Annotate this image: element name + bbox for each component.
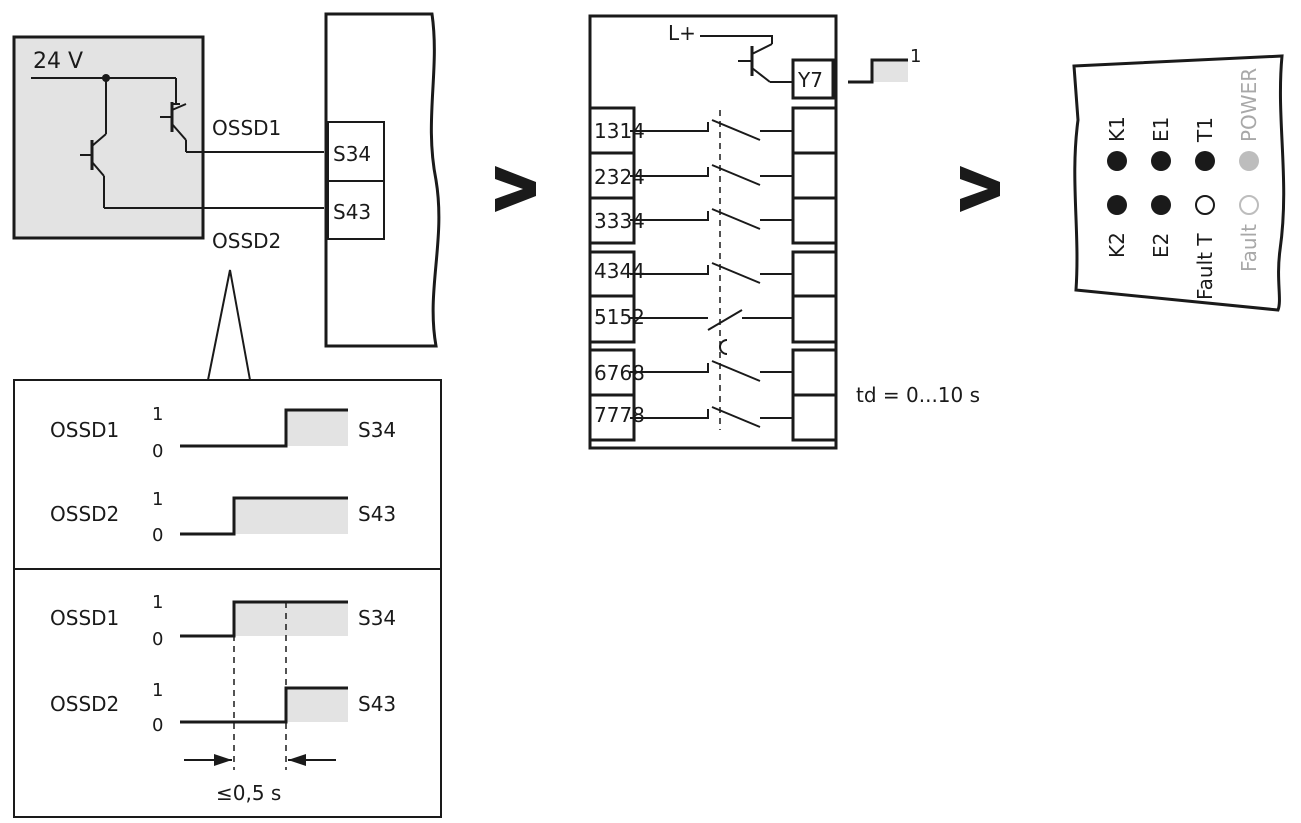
sensor-housing [12,35,205,240]
sensor-block: 24 V OSSD1 OSSD2 [12,35,324,253]
y7-label: Y7 [797,68,823,92]
led-label-fault: Fault [1237,224,1261,272]
no-contact-icon [630,309,793,331]
arrow-right-icon [214,754,232,766]
led-label-power: POWER [1237,68,1261,142]
relay-transistor-icon [700,35,792,83]
terminal-s34-label: S34 [333,142,371,166]
low-label: 0 [152,525,163,546]
contact-group-1 [588,106,636,245]
relay-module: L+ Y7 1 [588,14,980,450]
led-label-t1: T1 [1193,117,1217,143]
led-label-e2: E2 [1149,233,1173,258]
y7-terminal-box [791,58,835,100]
high-label: 1 [152,680,163,701]
terminal-label: S34 [358,418,396,442]
signal-trace [180,408,348,448]
right-terminals-1 [791,106,838,245]
transistor-ossd2-icon [80,78,107,208]
led-label-k1: K1 [1105,116,1129,142]
high-label: 1 [152,489,163,510]
delay-mark-icon [719,339,728,355]
terminal-label: S34 [358,606,396,630]
contact-label: 7778 [594,403,645,427]
chevron-right-icon [495,166,536,212]
delay-label: td = 0...10 s [856,383,980,407]
timing-panel1-ossd2: OSSD2 1 0 S43 [50,489,396,546]
led-panel: K1 E1 T1 POWER K2 E2 Fault T Fault [1072,54,1286,312]
led-k1-icon [1107,151,1127,171]
led-label-k2: K2 [1105,232,1129,258]
led-e2-icon [1151,195,1171,215]
signal-trace [180,496,348,536]
ossd1-label: OSSD1 [212,116,281,140]
supply-label: L+ [668,21,696,45]
supply-voltage-label: 24 V [33,49,83,74]
transistor-ossd1-icon [160,78,187,152]
step-label: 1 [910,46,921,67]
led-panel-housing [1072,54,1286,312]
terminal-s43-box [327,180,385,240]
led-e1-icon [1151,151,1171,171]
led-fault-icon [1239,195,1259,215]
terminal-label: S43 [358,502,396,526]
signal-label: OSSD2 [50,692,119,716]
step-signal-icon: 1 [848,46,921,84]
callout-pointer [207,269,251,381]
led-power-icon [1239,151,1259,171]
led-t1-icon [1195,151,1215,171]
ossd2-label: OSSD2 [212,229,281,253]
led-fault-t-icon [1195,195,1215,215]
terminal-label: S43 [358,692,396,716]
timing-panel1-ossd1: OSSD1 1 0 S34 [50,404,396,462]
contact-label: 4344 [594,259,645,283]
timing-panels: OSSD1 1 0 S34 OSSD2 1 0 S43 OSSD1 1 0 S3… [13,379,442,818]
safety-device: S34 S43 [324,12,441,348]
signal-label: OSSD1 [50,418,119,442]
low-label: 0 [152,441,163,462]
timing-panel2-ossd1: OSSD1 1 0 S34 [50,592,396,650]
led-label-fault-t: Fault T [1193,233,1217,300]
high-label: 1 [152,592,163,613]
signal-label: OSSD1 [50,606,119,630]
chevron-right-icon [960,166,1000,212]
tolerance-label: ≤0,5 s [216,781,281,805]
led-k2-icon [1107,195,1127,215]
tolerance-dimension: ≤0,5 s [184,754,336,805]
led-label-e1: E1 [1149,117,1173,142]
arrow-left-icon [288,754,306,766]
low-label: 0 [152,715,163,736]
signal-label: OSSD2 [50,502,119,526]
low-label: 0 [152,629,163,650]
terminal-s43-label: S43 [333,200,371,224]
timing-frame [13,379,442,818]
high-label: 1 [152,404,163,425]
